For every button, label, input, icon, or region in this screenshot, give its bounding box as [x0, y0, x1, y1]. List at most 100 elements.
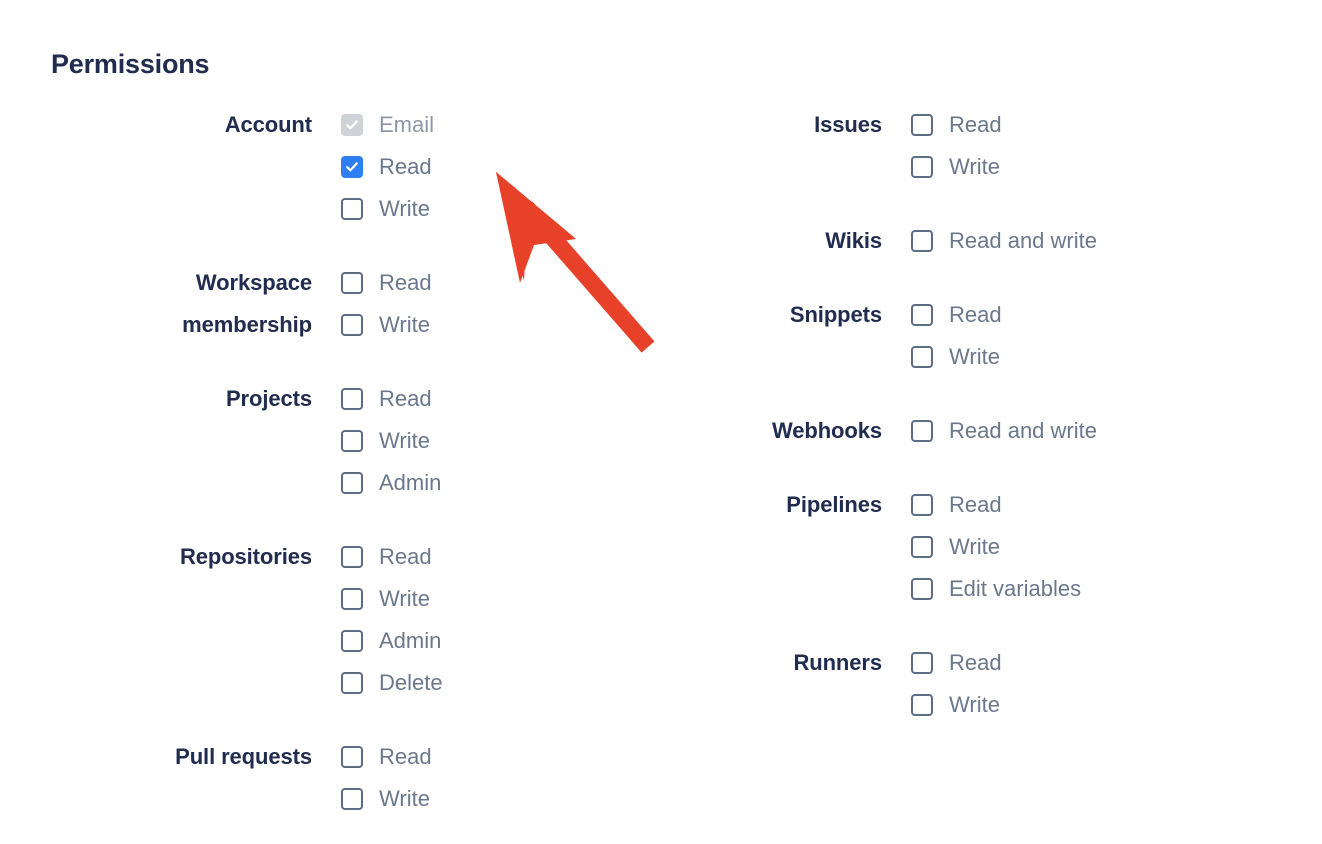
- group-label-line: Wikis: [825, 228, 882, 253]
- option-row-account-write: Write: [341, 188, 700, 230]
- checkbox-workspace-membership-write[interactable]: [341, 314, 363, 336]
- option-label-pipelines-edit-variables[interactable]: Edit variables: [949, 576, 1082, 601]
- group-label-line: Webhooks: [771, 418, 882, 443]
- option-row-runners-write: Write: [911, 684, 1300, 726]
- option-label-account-read[interactable]: Read: [379, 154, 432, 179]
- option-row-pull-requests-write: Write: [341, 778, 700, 820]
- group-label-line: Workspace: [195, 270, 312, 295]
- group-label-line: Issues: [814, 112, 882, 137]
- option-row-repositories-delete: Delete: [341, 662, 700, 704]
- checkbox-webhooks-read-and-write[interactable]: [911, 420, 933, 442]
- checkbox-projects-admin[interactable]: [341, 472, 363, 494]
- group-label-pipelines: Pipelines: [600, 484, 911, 526]
- group-label-snippets: Snippets: [600, 294, 911, 336]
- option-label-repositories-read[interactable]: Read: [379, 544, 432, 569]
- option-row-snippets-read: Read: [911, 294, 1300, 336]
- option-label-issues-write[interactable]: Write: [949, 154, 1000, 179]
- option-row-pipelines-read: Read: [911, 484, 1300, 526]
- option-label-projects-read[interactable]: Read: [379, 386, 432, 411]
- option-row-issues-read: Read: [911, 104, 1300, 146]
- group-label-line: Repositories: [179, 544, 312, 569]
- option-label-account-email: Email: [379, 112, 435, 137]
- option-list-wikis: Read and write: [911, 220, 1300, 262]
- checkbox-pipelines-read[interactable]: [911, 494, 933, 516]
- option-label-workspace-membership-write[interactable]: Write: [379, 312, 430, 337]
- checkbox-wikis-read-and-write[interactable]: [911, 230, 933, 252]
- option-label-pull-requests-read[interactable]: Read: [379, 744, 432, 769]
- option-row-projects-read: Read: [341, 378, 700, 420]
- option-label-issues-read[interactable]: Read: [949, 112, 1002, 137]
- group-label-wikis: Wikis: [600, 220, 911, 262]
- option-list-webhooks: Read and write: [911, 410, 1300, 452]
- option-label-projects-write[interactable]: Write: [379, 428, 430, 453]
- option-row-workspace-membership-read: Read: [341, 262, 700, 304]
- permission-group-webhooks: Webhooks Read and write: [600, 410, 1300, 452]
- option-label-pull-requests-write[interactable]: Write: [379, 786, 430, 811]
- option-row-webhooks-read-and-write: Read and write: [911, 410, 1300, 452]
- option-label-runners-read[interactable]: Read: [949, 650, 1002, 675]
- option-row-repositories-admin: Admin: [341, 620, 700, 662]
- option-label-projects-admin[interactable]: Admin: [379, 470, 442, 495]
- checkbox-pipelines-write[interactable]: [911, 536, 933, 558]
- option-label-pipelines-write[interactable]: Write: [949, 534, 1000, 559]
- option-label-account-write[interactable]: Write: [379, 196, 430, 221]
- checkbox-runners-write[interactable]: [911, 694, 933, 716]
- option-row-pipelines-edit-variables: Edit variables: [911, 568, 1300, 610]
- checkbox-snippets-write[interactable]: [911, 346, 933, 368]
- checkbox-pipelines-edit-variables[interactable]: [911, 578, 933, 600]
- checkbox-projects-read[interactable]: [341, 388, 363, 410]
- option-label-wikis-read-and-write[interactable]: Read and write: [949, 228, 1097, 253]
- checkbox-runners-read[interactable]: [911, 652, 933, 674]
- option-label-webhooks-read-and-write[interactable]: Read and write: [949, 418, 1097, 443]
- option-label-snippets-read[interactable]: Read: [949, 302, 1002, 327]
- checkbox-issues-write[interactable]: [911, 156, 933, 178]
- group-label-line: Pull requests: [175, 744, 312, 769]
- checkbox-repositories-delete[interactable]: [341, 672, 363, 694]
- checkbox-workspace-membership-read[interactable]: [341, 272, 363, 294]
- option-label-workspace-membership-read[interactable]: Read: [379, 270, 432, 295]
- checkbox-projects-write[interactable]: [341, 430, 363, 452]
- check-icon: [346, 119, 358, 131]
- option-row-runners-read: Read: [911, 642, 1300, 684]
- option-label-repositories-delete[interactable]: Delete: [379, 670, 443, 695]
- group-label-projects: Projects: [0, 378, 341, 420]
- option-label-repositories-admin[interactable]: Admin: [379, 628, 442, 653]
- group-label-repositories: Repositories: [0, 536, 341, 578]
- checkbox-account-write[interactable]: [341, 198, 363, 220]
- checkbox-pull-requests-read[interactable]: [341, 746, 363, 768]
- checkbox-repositories-admin[interactable]: [341, 630, 363, 652]
- option-label-pipelines-read[interactable]: Read: [949, 492, 1002, 517]
- option-row-repositories-read: Read: [341, 536, 700, 578]
- group-label-line: membership: [182, 312, 312, 337]
- option-label-snippets-write[interactable]: Write: [949, 344, 1000, 369]
- option-row-projects-admin: Admin: [341, 462, 700, 504]
- checkbox-issues-read[interactable]: [911, 114, 933, 136]
- group-label-webhooks: Webhooks: [600, 410, 911, 452]
- option-label-runners-write[interactable]: Write: [949, 692, 1000, 717]
- checkbox-repositories-write[interactable]: [341, 588, 363, 610]
- group-label-line: Account: [224, 112, 312, 137]
- option-label-repositories-write[interactable]: Write: [379, 586, 430, 611]
- checkbox-account-read[interactable]: [341, 156, 363, 178]
- option-row-wikis-read-and-write: Read and write: [911, 220, 1300, 262]
- checkbox-snippets-read[interactable]: [911, 304, 933, 326]
- option-row-account-read: Read: [341, 146, 700, 188]
- checkbox-pull-requests-write[interactable]: [341, 788, 363, 810]
- group-label-account: Account: [0, 104, 341, 146]
- option-row-snippets-write: Write: [911, 336, 1300, 378]
- option-row-pull-requests-read: Read: [341, 736, 700, 778]
- checkbox-repositories-read[interactable]: [341, 546, 363, 568]
